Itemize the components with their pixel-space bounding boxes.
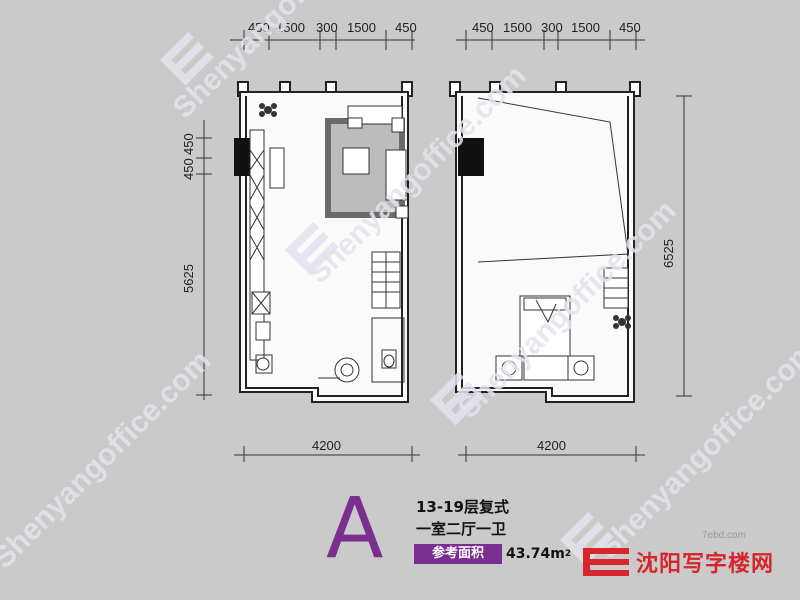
plan-left-bottom-dim: 4200 [312, 438, 341, 453]
watermark-text: Shenyangoffice.com [0, 344, 217, 575]
plan-left-side-dim-1: 450 [181, 133, 196, 155]
site-url: 7ebd.com [702, 530, 746, 541]
plan-right-stairs [603, 267, 629, 309]
plan-left-fridge [269, 147, 285, 189]
plan-left-plant-icon [259, 103, 277, 117]
plan-left-top-dim-3: 300 [316, 20, 338, 35]
plan-right-chimney [458, 138, 484, 176]
watermark-logo-icon [430, 371, 484, 426]
site-logo-icon [583, 548, 629, 576]
area-value-text: 43.74m [506, 546, 565, 562]
plan-left-top-dim-4: 1500 [347, 20, 376, 35]
plan-left-side-dim-2: 450 [181, 158, 196, 180]
unit-floors: 13-19层复式 [416, 498, 509, 516]
plan-left-bathroom [318, 317, 405, 383]
area-label: 参考面积 [414, 544, 502, 564]
plan-right-top-dim-4: 1500 [571, 20, 600, 35]
plan-left-living-set [325, 105, 409, 219]
plan-right-side-dim: 6525 [661, 239, 676, 268]
plan-left-bottom-dimension [234, 446, 420, 462]
plan-right-top-dim-1: 450 [472, 20, 494, 35]
plan-left-top-dim-1: 450 [248, 20, 270, 35]
unit-type-letter: A [326, 479, 384, 577]
plan-right-bottom-dimension [458, 446, 645, 462]
plan-right-top-dim-3: 300 [541, 20, 563, 35]
plan-left-top-dim-2: 1500 [276, 20, 305, 35]
unit-layout: 一室二厅一卫 [416, 520, 507, 538]
site-name: 沈阳写字楼网 [636, 552, 775, 577]
plan-right-walls [449, 81, 641, 403]
watermark-logo-icon [160, 31, 214, 86]
plan-right-void-outline [477, 97, 629, 263]
plan-right: 450 1500 300 1500 450 6525 [449, 20, 692, 462]
area-unit-superscript: 2 [564, 549, 572, 559]
plan-right-top-dim-5: 450 [619, 20, 641, 35]
unit-info-panel: A 13-19层复式 一室二厅一卫 参考面积 43.74m2 [326, 486, 796, 598]
watermark-logo-icon [285, 221, 339, 276]
plan-right-side-dimension [676, 95, 692, 397]
area-value: 43.74m2 [506, 544, 571, 564]
plan-left-top-dimension [230, 30, 415, 50]
plan-left-side-dimension [196, 120, 212, 400]
plan-left: 450 1500 300 1500 450 450 450 5625 [181, 20, 420, 462]
plan-left-kitchen-counter [249, 129, 273, 374]
plan-right-plant-icon [613, 315, 631, 329]
plan-left-stairs [371, 251, 401, 309]
plan-left-top-dim-5: 450 [395, 20, 417, 35]
area-badge: 参考面积 43.74m2 [414, 544, 592, 564]
plan-right-bottom-dim: 4200 [537, 438, 566, 453]
plan-left-side-dim-3: 5625 [181, 264, 196, 293]
plan-right-bed [495, 295, 595, 381]
plan-right-top-dimension [456, 30, 645, 50]
plan-right-top-dim-2: 1500 [503, 20, 532, 35]
